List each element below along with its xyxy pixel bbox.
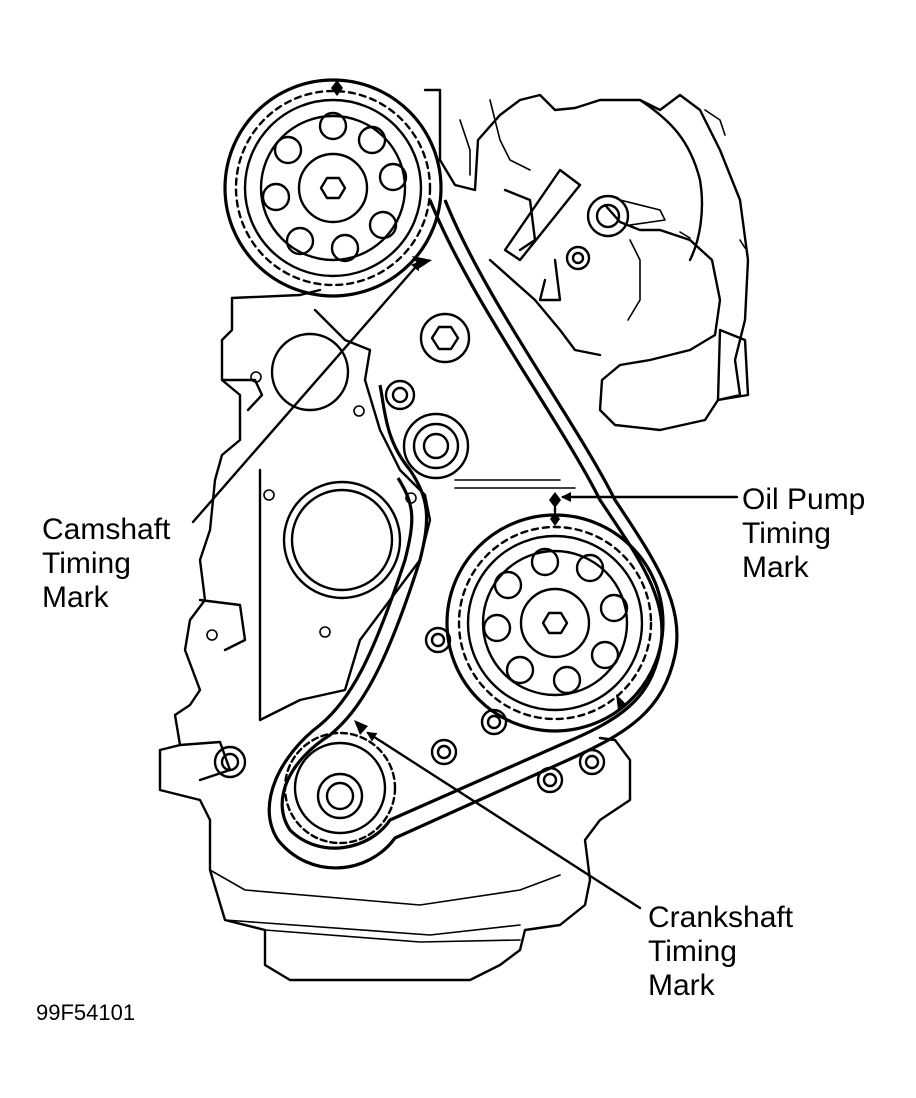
timing-belt [267, 199, 679, 870]
oil-pump-label-line-3: Mark [742, 551, 809, 584]
camshaft-label-line-2: Timing [42, 547, 131, 580]
oil-pump-timing-mark-label: Oil Pump Timing Mark [742, 483, 865, 585]
crankshaft-label-line-1: Crankshaft [648, 901, 794, 934]
crankshaft-timing-mark-label: Crankshaft Timing Mark [648, 901, 793, 1003]
upper-engine-parts [423, 88, 750, 432]
figure-code: 99F54101 [36, 1000, 136, 1025]
camshaft-timing-mark-label: Camshaft Timing Mark [42, 513, 170, 615]
bolts [206, 312, 606, 794]
crankshaft-sprocket [283, 731, 397, 845]
camshaft-label-line-3: Mark [42, 581, 109, 614]
engine-block-outline [158, 288, 632, 982]
camshaft-label-line-1: Camshaft [42, 513, 171, 546]
crankshaft-label-line-3: Mark [648, 969, 715, 1002]
oil-pump-label-line-1: Oil Pump [742, 483, 866, 516]
tensioner-pulley [402, 412, 470, 480]
camshaft-sprocket [223, 78, 443, 298]
callout-lines [191, 260, 739, 910]
oil-pump-label-line-2: Timing [742, 517, 831, 550]
crankshaft-label-line-2: Timing [648, 935, 737, 968]
timing-marks [354, 256, 626, 735]
